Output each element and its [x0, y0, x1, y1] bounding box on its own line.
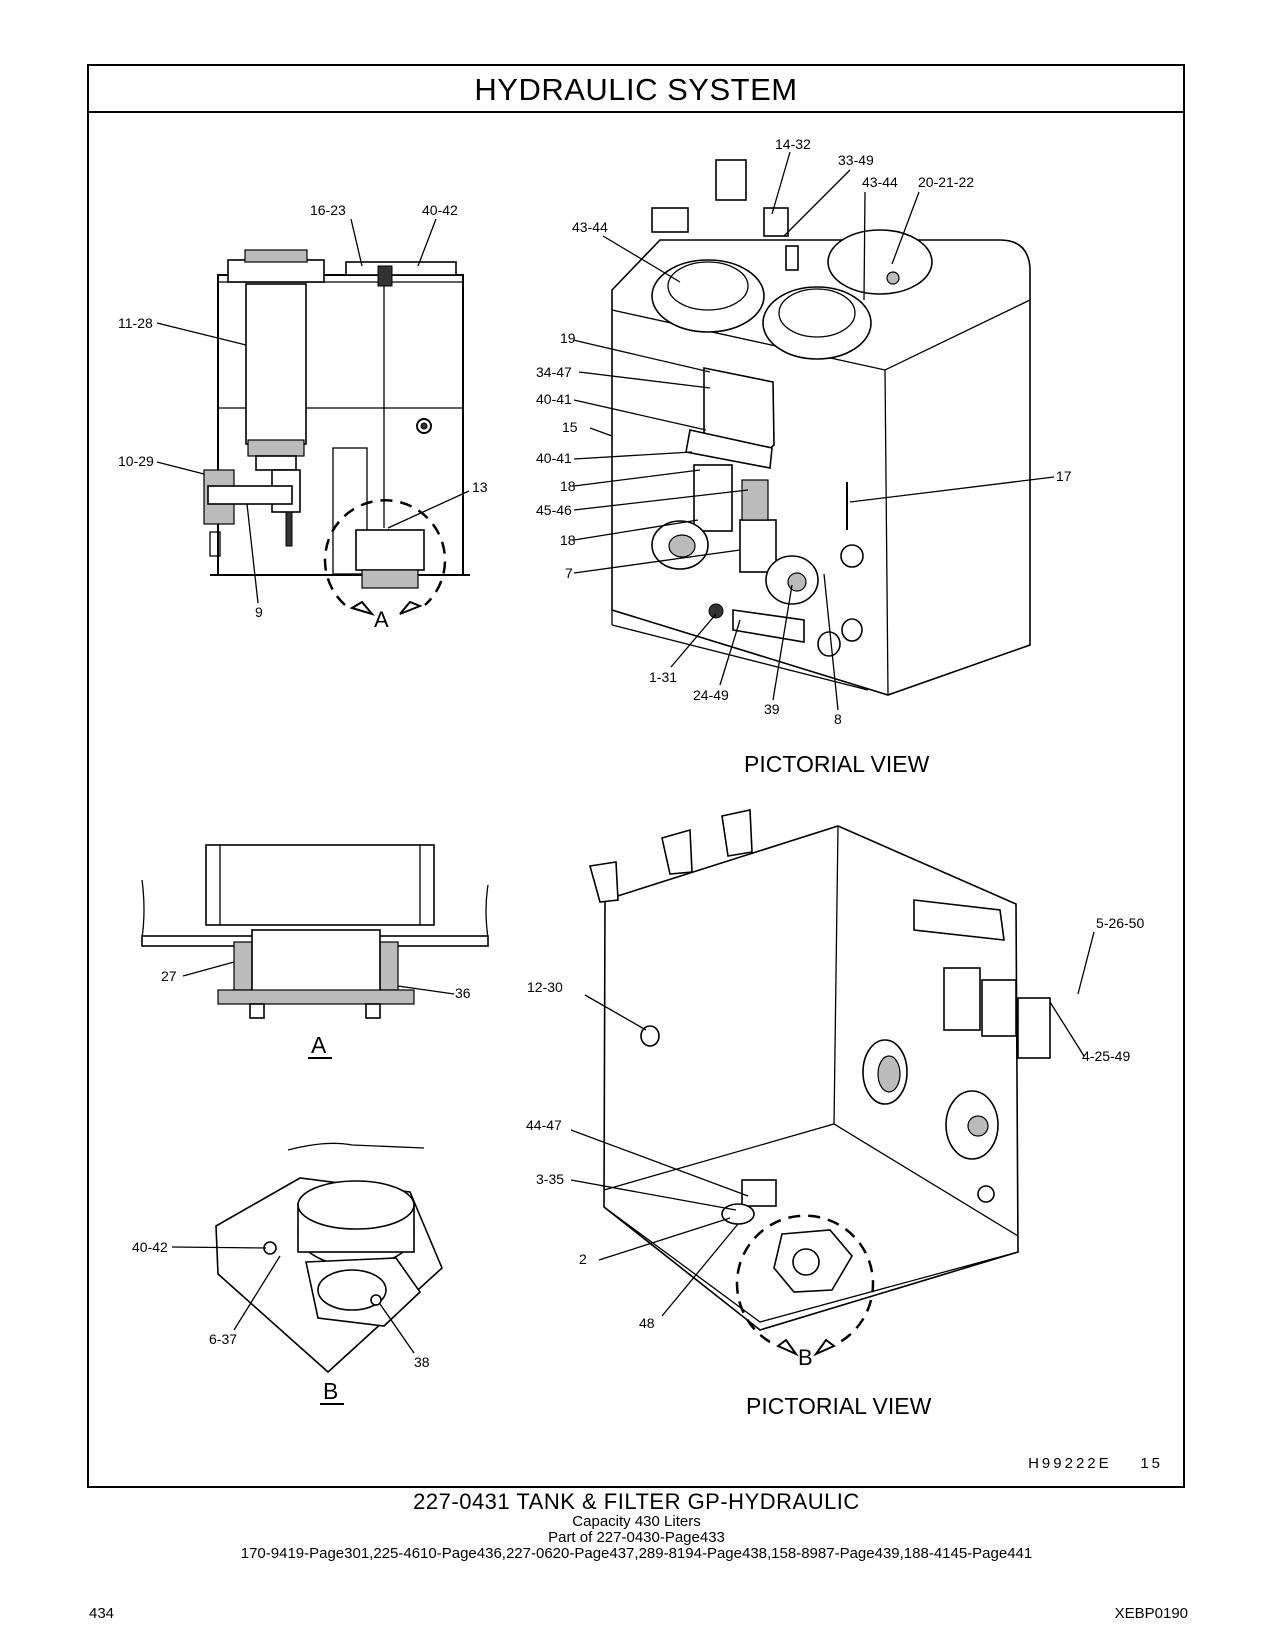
page-title: HYDRAULIC SYSTEM — [89, 66, 1183, 113]
callout-17: 17 — [1056, 468, 1072, 484]
callout-15: 15 — [562, 419, 578, 435]
callout-1-31: 1-31 — [649, 669, 677, 685]
callout-5-26-50: 5-26-50 — [1096, 915, 1144, 931]
callout-36: 36 — [455, 985, 471, 1001]
callout-7: 7 — [565, 565, 573, 581]
callout-33-49: 33-49 — [838, 152, 874, 168]
document-code: XEBP0190 — [1114, 1605, 1188, 1622]
callout-9: 9 — [255, 604, 263, 620]
callout-27: 27 — [161, 968, 177, 984]
pictorial-view-top: 14-32 33-49 43-44 20-21-22 43-44 19 34-4… — [536, 136, 1072, 727]
callout-3-35: 3-35 — [536, 1171, 564, 1187]
callout-24-49: 24-49 — [693, 687, 729, 703]
part-of-line: Part of 227-0430-Page433 — [548, 1529, 725, 1546]
callout-34-47: 34-47 — [536, 364, 572, 380]
arrow-label-a: A — [374, 607, 389, 632]
caption-pictorial-view-top: PICTORIAL VIEW — [744, 751, 930, 777]
callout-14-32: 14-32 — [775, 136, 811, 152]
callout-43-44-left: 43-44 — [572, 219, 608, 235]
callout-45-46: 45-46 — [536, 502, 572, 518]
reference-pages: 170-9419-Page301,225-4610-Page436,227-06… — [240, 1545, 1033, 1562]
callout-43-44-right: 43-44 — [862, 174, 898, 190]
callout-44-47: 44-47 — [526, 1117, 562, 1133]
callout-2: 2 — [579, 1251, 587, 1267]
callout-8: 8 — [834, 711, 842, 727]
callout-38: 38 — [414, 1354, 430, 1370]
callout-18-lower: 18 — [560, 532, 576, 548]
callout-40-41-lower: 40-41 — [536, 450, 572, 466]
drawing-frame: HYDRAULIC SYSTEM H99222E 15 — [87, 64, 1185, 1488]
callout-6-37: 6-37 — [209, 1331, 237, 1347]
callout-4-25-49: 4-25-49 — [1082, 1048, 1130, 1064]
page-number: 434 — [89, 1605, 115, 1622]
callout-19: 19 — [560, 330, 576, 346]
caption-pictorial-view-bottom: PICTORIAL VIEW — [746, 1393, 932, 1419]
illustration-number: H99222E — [1028, 1455, 1112, 1472]
illustration-id: H99222E 15 — [1028, 1455, 1163, 1472]
callout-18-upper: 18 — [560, 478, 576, 494]
detail-b: 40-42 6-37 38 B — [132, 1142, 443, 1405]
footer-block: 227-0431 TANK & FILTER GP-HYDRAULIC Capa… — [0, 1490, 1273, 1562]
detail-a: 27 36 A — [141, 844, 489, 1059]
callout-40-42: 40-42 — [422, 202, 458, 218]
callout-11-28: 11-28 — [118, 315, 153, 331]
group-title: 227-0431 TANK & FILTER GP-HYDRAULIC — [413, 1489, 860, 1514]
callout-39: 39 — [764, 701, 780, 717]
callout-10-29: 10-29 — [118, 453, 154, 469]
arrow-label-b: B — [798, 1345, 813, 1370]
detail-a-label: A — [311, 1032, 327, 1058]
callout-13: 13 — [472, 479, 488, 495]
pictorial-view-bottom: B 5-26-50 12-30 4-25-49 44-47 3-35 2 48 — [526, 809, 1144, 1370]
section-view: A 16-23 40-42 11-28 10-29 13 9 — [118, 202, 488, 632]
capacity-line: Capacity 430 Liters — [572, 1513, 701, 1530]
callout-48: 48 — [639, 1315, 655, 1331]
illustration-sequence: 15 — [1140, 1455, 1163, 1472]
callout-40-42-detail-b: 40-42 — [132, 1239, 168, 1255]
detail-b-label: B — [323, 1378, 338, 1404]
callout-16-23: 16-23 — [310, 202, 346, 218]
callout-40-41-upper: 40-41 — [536, 391, 572, 407]
callout-20-21-22: 20-21-22 — [918, 174, 974, 190]
callout-12-30: 12-30 — [527, 979, 563, 995]
